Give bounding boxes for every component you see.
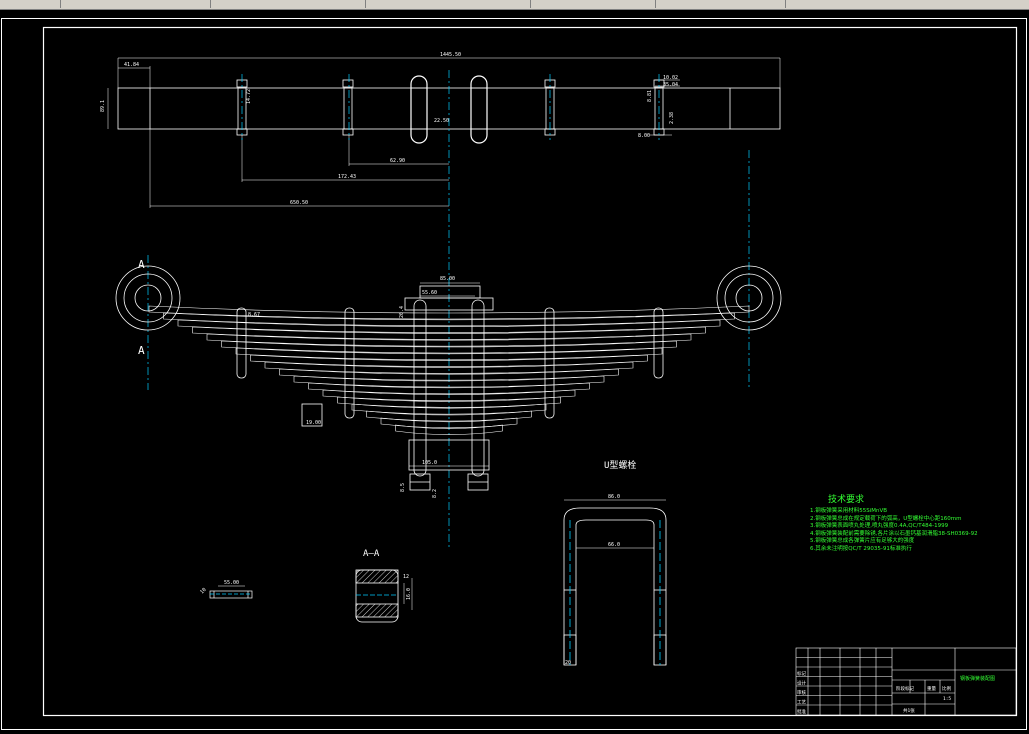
tb-row-label: 标记: [797, 670, 806, 677]
dim-center-inner: 55.60: [422, 290, 437, 296]
spring-leaf: [366, 410, 532, 422]
dim-left-clip: 8.67: [248, 312, 260, 318]
tech-requirement-1: 1.钢板弹簧采用材料55SiMnVB: [810, 508, 888, 514]
dim-half-length: 650.50: [290, 200, 308, 206]
tech-requirement-4: 4.钢板弹簧装配前需要除锈,各片涂以石墨钙基润滑脂38-SH0369-92: [810, 530, 978, 537]
spring-leaf: [148, 305, 750, 320]
technical-requirements: 技术要求 1.钢板弹簧采用材料55SiMnVB 2.钢板弹簧总成在规定载荷下的弧…: [810, 492, 1010, 553]
spring-leaf: [206, 333, 692, 347]
dim-small-bottom: 8.00: [638, 133, 650, 139]
toolbar-tab-1[interactable]: [0, 0, 61, 8]
side-view-details: [115, 265, 782, 491]
tech-requirement-2: 2.钢板弹簧总成在规定载荷下的弧高，U型螺栓中心距160mm: [810, 515, 962, 522]
dim-bolt-side: 8.5: [400, 483, 406, 492]
dim-aa-height: 16.0: [406, 588, 412, 600]
dim-gap-right: 10.02: [663, 75, 678, 81]
top-view-dimensions: 1445.50 41.84 89.1 62.90 172.43 650.50 2…: [100, 52, 678, 206]
dim-small-right: 8.81: [647, 90, 653, 102]
dim-gap-right-2: 35.04: [663, 82, 678, 88]
spring-leaf: [308, 382, 590, 395]
tb-row-label: 批准: [797, 708, 806, 715]
dim-clip-span: 62.90: [390, 158, 405, 164]
tb-row-label: 审核: [797, 689, 806, 696]
dim-bolt-len: 105.0: [422, 460, 437, 466]
tb-weight: 重量: [927, 685, 936, 692]
spring-leaf: [279, 368, 619, 381]
left-eye-bushing: [134, 284, 162, 312]
spring-leaf: [250, 354, 648, 367]
spring-leaf: [264, 361, 634, 374]
clip-detail-view: 55.00 10: [199, 580, 253, 599]
spring-leaf: [177, 319, 721, 333]
tb-scale: 1:5: [943, 696, 951, 702]
dim-aa-width: 12: [403, 574, 409, 580]
cad-toolbar-strip: [0, 0, 1029, 10]
toolbar-tab-5[interactable]: [530, 0, 656, 8]
tb-stage: 阶段标记: [896, 685, 914, 692]
section-aa-title: A—A: [363, 549, 380, 559]
toolbar-tab-6[interactable]: [655, 0, 786, 8]
spring-leaf: [221, 340, 677, 354]
dim-left-bolt: 14.72: [246, 89, 252, 104]
tech-requirement-5: 5.钢板弹簧总成各弹簧片应有足够大的强度: [810, 538, 915, 544]
tech-requirement-3: 3.钢板弹簧表面喷丸处理,喷丸强度0.4A,QC/T484-1999: [810, 523, 949, 529]
cad-drawing-canvas[interactable]: 1445.50 41.84 89.1 62.90 172.43 650.50 2…: [0, 10, 1029, 734]
dim-center-mark: 20.4: [399, 306, 405, 318]
dim-bolt-side-2: 8.2: [432, 489, 438, 498]
section-markers: A A: [138, 258, 145, 357]
inner-frame: [42, 26, 1018, 717]
dim-u-bottom: 20: [565, 660, 571, 666]
toolbar-tab-3[interactable]: [210, 0, 366, 8]
drawing-name: 钢板弹簧装配图: [960, 675, 995, 682]
dim-hole: 22.50: [434, 118, 449, 124]
dim-clip-width: 55.00: [224, 580, 239, 586]
right-eye-outer: [716, 265, 782, 331]
tb-row-label: 工艺: [797, 700, 806, 706]
spring-leaf: [192, 326, 706, 340]
side-view-dimensions: 85.00 55.60 8.67 20.4 19.00 105.0 8.5 8.…: [248, 276, 455, 498]
dim-clip-thk: 10: [199, 587, 208, 596]
u-bolt-detail-view: U型螺栓 86.0 66.0 20: [563, 459, 667, 666]
dim-center-top: 85.00: [440, 276, 455, 282]
section-marker-a-top: A: [138, 258, 145, 271]
dim-bottom-pad: 19.00: [306, 420, 321, 426]
tech-requirement-6: 6.其余未注明按QC/T 29035-91标准执行: [810, 545, 912, 552]
top-view: [107, 57, 781, 208]
section-aa-view: A—A 16.0 12: [355, 549, 413, 623]
tech-requirements-title: 技术要求: [828, 495, 865, 505]
dim-left-end: 41.84: [124, 62, 139, 68]
dim-u-inner-width: 66.0: [608, 542, 620, 548]
tb-sheet: 共1张: [903, 707, 915, 714]
spring-leaf: [351, 403, 547, 415]
spring-leaf: [322, 389, 576, 401]
center-lines-top: [147, 70, 750, 548]
dim-small-right-2: 2.38: [669, 112, 675, 124]
dim-overall: 1445.50: [440, 52, 461, 58]
spring-leaf: [395, 424, 503, 435]
left-eye-outer: [115, 265, 181, 331]
right-eye-bushing: [735, 284, 763, 312]
dim-u-top-width: 86.0: [608, 494, 620, 500]
dim-height: 89.1: [100, 100, 106, 112]
u-bolt-title: U型螺栓: [604, 459, 636, 471]
spring-leaf: [235, 347, 663, 361]
toolbar-tab-4[interactable]: [365, 0, 531, 8]
section-marker-a-bottom: A: [138, 344, 145, 357]
dim-bolt-span: 172.43: [338, 174, 356, 180]
spring-leaf: [337, 396, 561, 408]
outer-frame: [1, 18, 1027, 730]
spring-leaf: [293, 375, 605, 388]
toolbar-tab-2[interactable]: [60, 0, 211, 8]
tb-ratio: 比例: [942, 685, 951, 692]
tb-row-label: 设计: [797, 680, 806, 687]
